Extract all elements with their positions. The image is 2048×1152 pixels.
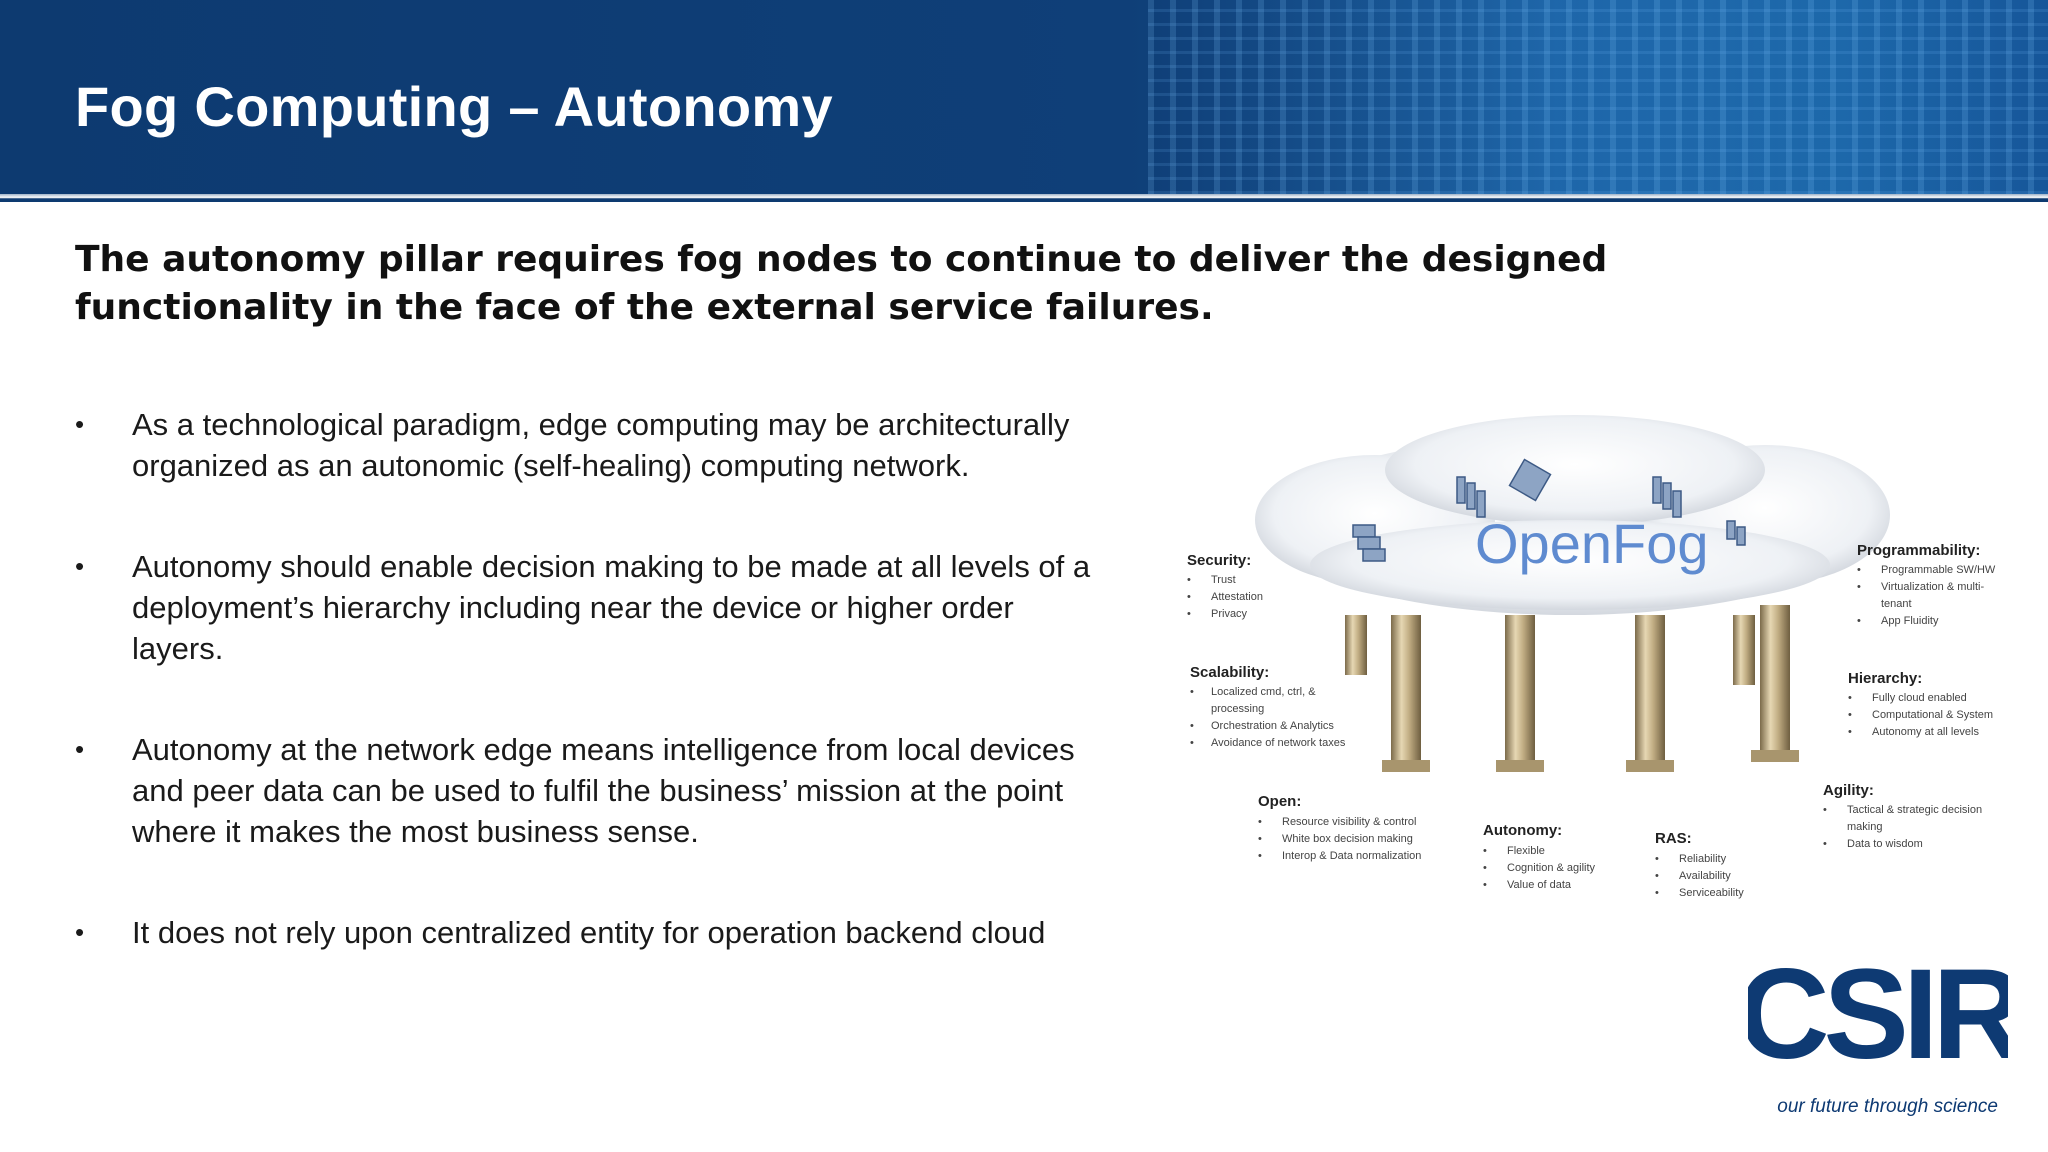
pillar-item: Orchestration & Analytics: [1211, 720, 1334, 732]
bullet-dot: •: [75, 409, 85, 439]
svg-text:•: •: [1258, 850, 1262, 862]
pillar-item: Cognition & agility: [1507, 862, 1596, 874]
pillar-title: Scalability:: [1190, 664, 1269, 681]
pillar-item: Tactical & strategic decision: [1847, 804, 1982, 816]
csir-logo: CSIR our future through science: [1748, 943, 2008, 1117]
tech-background-graphic: [1148, 0, 2048, 194]
pillar-open: Open: • Resource visibility & control • Wh…: [1258, 793, 1421, 862]
bullet-item: • As a technological paradigm, edge compu…: [75, 404, 1095, 486]
bullet-item: • Autonomy should enable decision making …: [75, 546, 1095, 669]
bullet-text: As a technological paradigm, edge comput…: [132, 407, 1070, 483]
bullet-item: • Autonomy at the network edge means inte…: [75, 729, 1095, 852]
pillar-item: Programmable SW/HW: [1881, 564, 1996, 576]
pillar-item: Avoidance of network taxes: [1211, 737, 1346, 749]
pillar-title: Security:: [1187, 552, 1251, 569]
pillar-title: Hierarchy:: [1848, 670, 1922, 687]
pillar-item: Localized cmd, ctrl, &: [1211, 686, 1316, 698]
pillar-item: processing: [1211, 703, 1264, 715]
bullet-text: Autonomy should enable decision making t…: [132, 549, 1091, 666]
svg-text:•: •: [1187, 574, 1191, 586]
svg-text:•: •: [1190, 686, 1194, 698]
bullet-dot: •: [75, 551, 85, 581]
svg-text:•: •: [1857, 564, 1861, 576]
svg-text:•: •: [1848, 709, 1852, 721]
pillar-title: Open:: [1258, 793, 1301, 810]
pillar-item: making: [1847, 821, 1882, 833]
openfog-pillars-diagram: OpenFog Security: •Trust •Attestation •P…: [1187, 415, 1996, 899]
svg-text:•: •: [1655, 853, 1659, 865]
slide-title: Fog Computing – Autonomy: [75, 75, 833, 138]
svg-text:•: •: [1190, 720, 1194, 732]
pillar-programmability: Programmability: • Programmable SW/HW • Vi…: [1857, 542, 1996, 627]
pillar-scalability: Scalability: • Localized cmd, ctrl, & pro…: [1190, 664, 1346, 749]
pillar-item: Resource visibility & control: [1282, 816, 1417, 828]
svg-text:•: •: [1823, 838, 1827, 850]
pillar-item: Fully cloud enabled: [1872, 692, 1967, 704]
csir-logo-text: CSIR: [1748, 943, 2008, 1086]
svg-text:•: •: [1483, 879, 1487, 891]
pillar-title: Agility:: [1823, 782, 1874, 799]
bullet-item: • It does not rely upon centralized entit…: [75, 912, 1095, 953]
pillar-item: Trust: [1211, 574, 1236, 586]
bullet-text: It does not rely upon centralized entity…: [132, 915, 1046, 950]
svg-text:•: •: [1848, 726, 1852, 738]
svg-text:•: •: [1823, 804, 1827, 816]
header-divider: [0, 194, 2048, 202]
svg-text:•: •: [1258, 833, 1262, 845]
svg-text:•: •: [1483, 862, 1487, 874]
pillar-item: White box decision making: [1282, 833, 1413, 845]
svg-text:•: •: [1258, 816, 1262, 828]
pillar-item: Interop & Data normalization: [1282, 850, 1421, 862]
svg-text:•: •: [1848, 692, 1852, 704]
pillar-item: Privacy: [1211, 608, 1248, 620]
bullet-dot: •: [75, 734, 85, 764]
pillar-item: Reliability: [1679, 853, 1727, 865]
pillar-item: Value of data: [1507, 879, 1572, 891]
pillar-title: Autonomy:: [1483, 822, 1562, 839]
pillar-item: Virtualization & multi-: [1881, 581, 1984, 593]
device-icons: [1352, 458, 1746, 562]
svg-text:•: •: [1187, 591, 1191, 603]
pillar-item: tenant: [1881, 598, 1912, 610]
pillar-item: Data to wisdom: [1847, 838, 1923, 850]
pillar-agility: Agility: •Tactical & strategic decision …: [1823, 782, 1982, 850]
bullet-list: • As a technological paradigm, edge compu…: [75, 404, 1095, 1013]
pillar-ras: RAS: • Reliability • Availability • Service…: [1655, 830, 1744, 899]
csir-tagline: our future through science: [1777, 1096, 1998, 1117]
pillar-item: Attestation: [1211, 591, 1263, 603]
svg-text:•: •: [1857, 581, 1861, 593]
bullet-text: Autonomy at the network edge means intel…: [132, 732, 1075, 849]
openfog-label: OpenFog: [1475, 512, 1709, 575]
svg-text:•: •: [1655, 870, 1659, 882]
svg-text:•: •: [1857, 615, 1861, 627]
pillar-autonomy: Autonomy: • Flexible • Cognition & agility…: [1483, 822, 1596, 891]
pillar-item: Serviceability: [1679, 887, 1744, 899]
pillar-title: RAS:: [1655, 830, 1692, 847]
svg-text:•: •: [1483, 845, 1487, 857]
pillar-item: Flexible: [1507, 845, 1545, 857]
pillar-security: Security: • Trust • Attestation • Privacy: [1187, 552, 1263, 620]
header-banner: Fog Computing – Autonomy: [0, 0, 2048, 194]
pillar-title: Programmability:: [1857, 542, 1980, 559]
pillar-item: Computational & System: [1872, 709, 1993, 721]
bullet-dot: •: [75, 917, 85, 947]
svg-text:•: •: [1190, 737, 1194, 749]
svg-text:•: •: [1655, 887, 1659, 899]
pillar-hierarchy: Hierarchy: • Fully cloud enabled • Computa…: [1848, 670, 1993, 738]
pillar-item: Availability: [1679, 870, 1731, 882]
lead-statement: The autonomy pillar requires fog nodes t…: [75, 239, 1608, 328]
pillar-columns: [1345, 605, 1799, 772]
svg-text:•: •: [1187, 608, 1191, 620]
pillar-item: Autonomy at all levels: [1872, 726, 1979, 738]
pillar-item: App Fluidity: [1881, 615, 1939, 627]
